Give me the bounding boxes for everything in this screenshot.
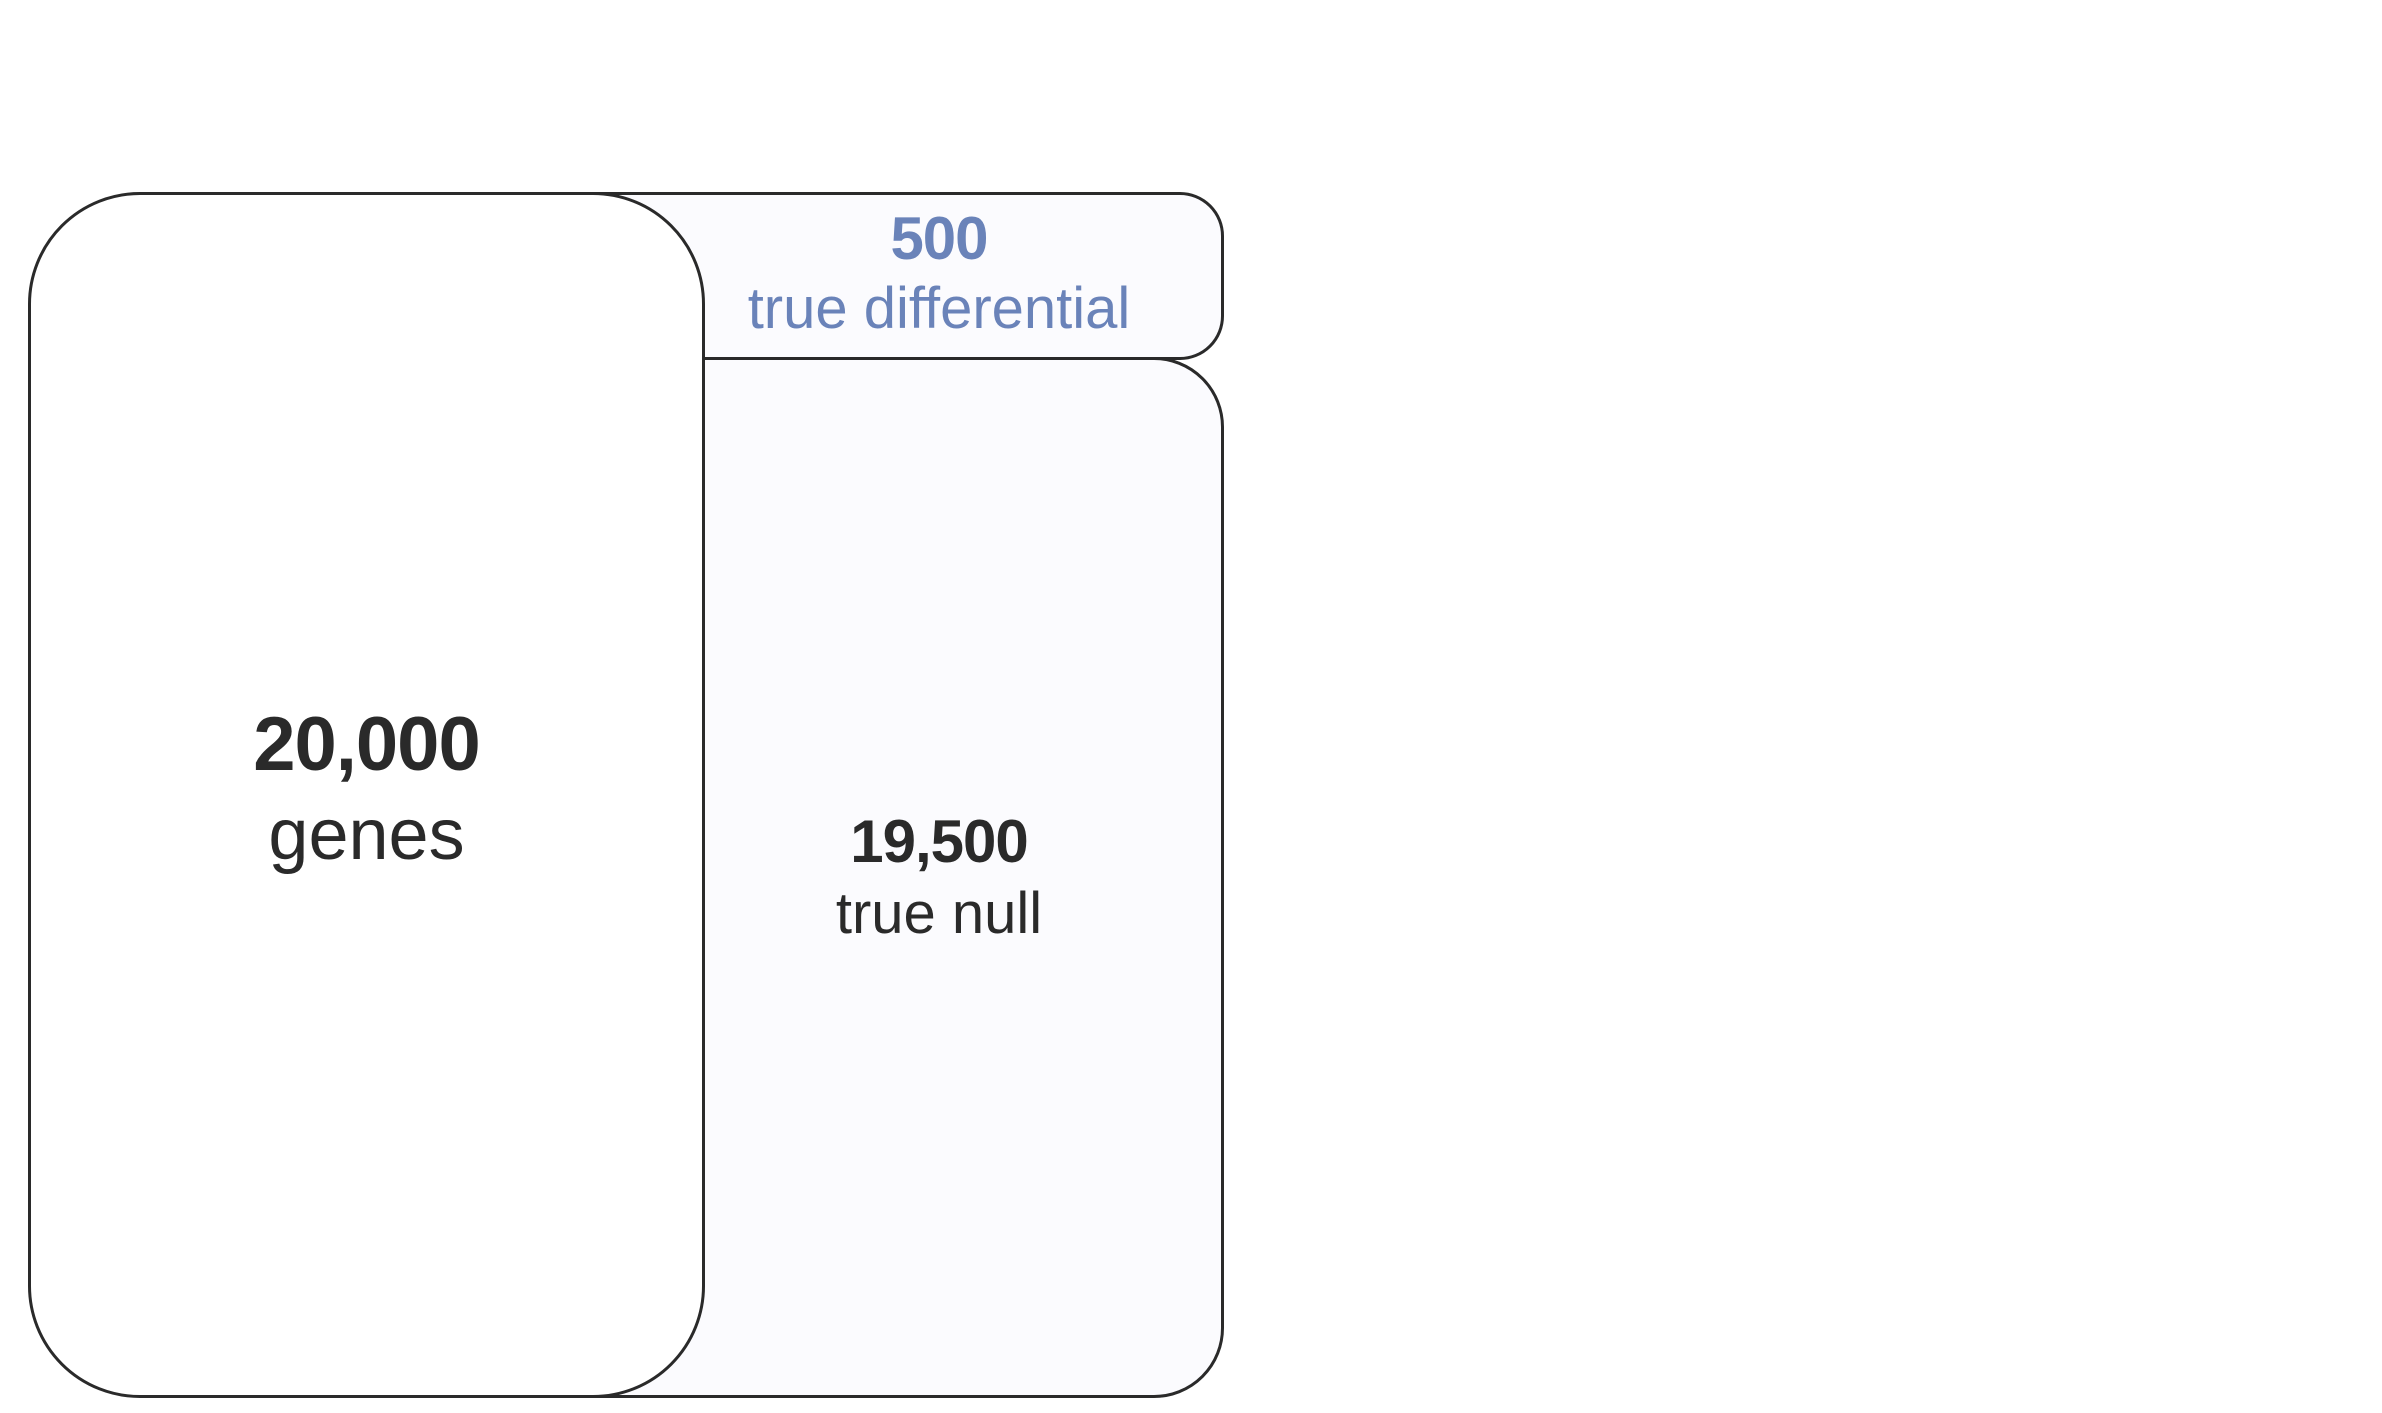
genes-label: 20,000 genes: [28, 700, 705, 880]
true-differential-label: 500 true differential: [705, 204, 1173, 344]
genes-box: [28, 192, 705, 1398]
true-differential-count: 500: [890, 205, 988, 272]
genes-count: 20,000: [253, 702, 480, 787]
true-null-label: 19,500 true null: [705, 806, 1173, 950]
true-differential-text: true differential: [747, 276, 1131, 341]
true-null-text: true null: [835, 881, 1043, 946]
true-null-count: 19,500: [850, 808, 1029, 875]
genes-text: genes: [268, 795, 465, 875]
